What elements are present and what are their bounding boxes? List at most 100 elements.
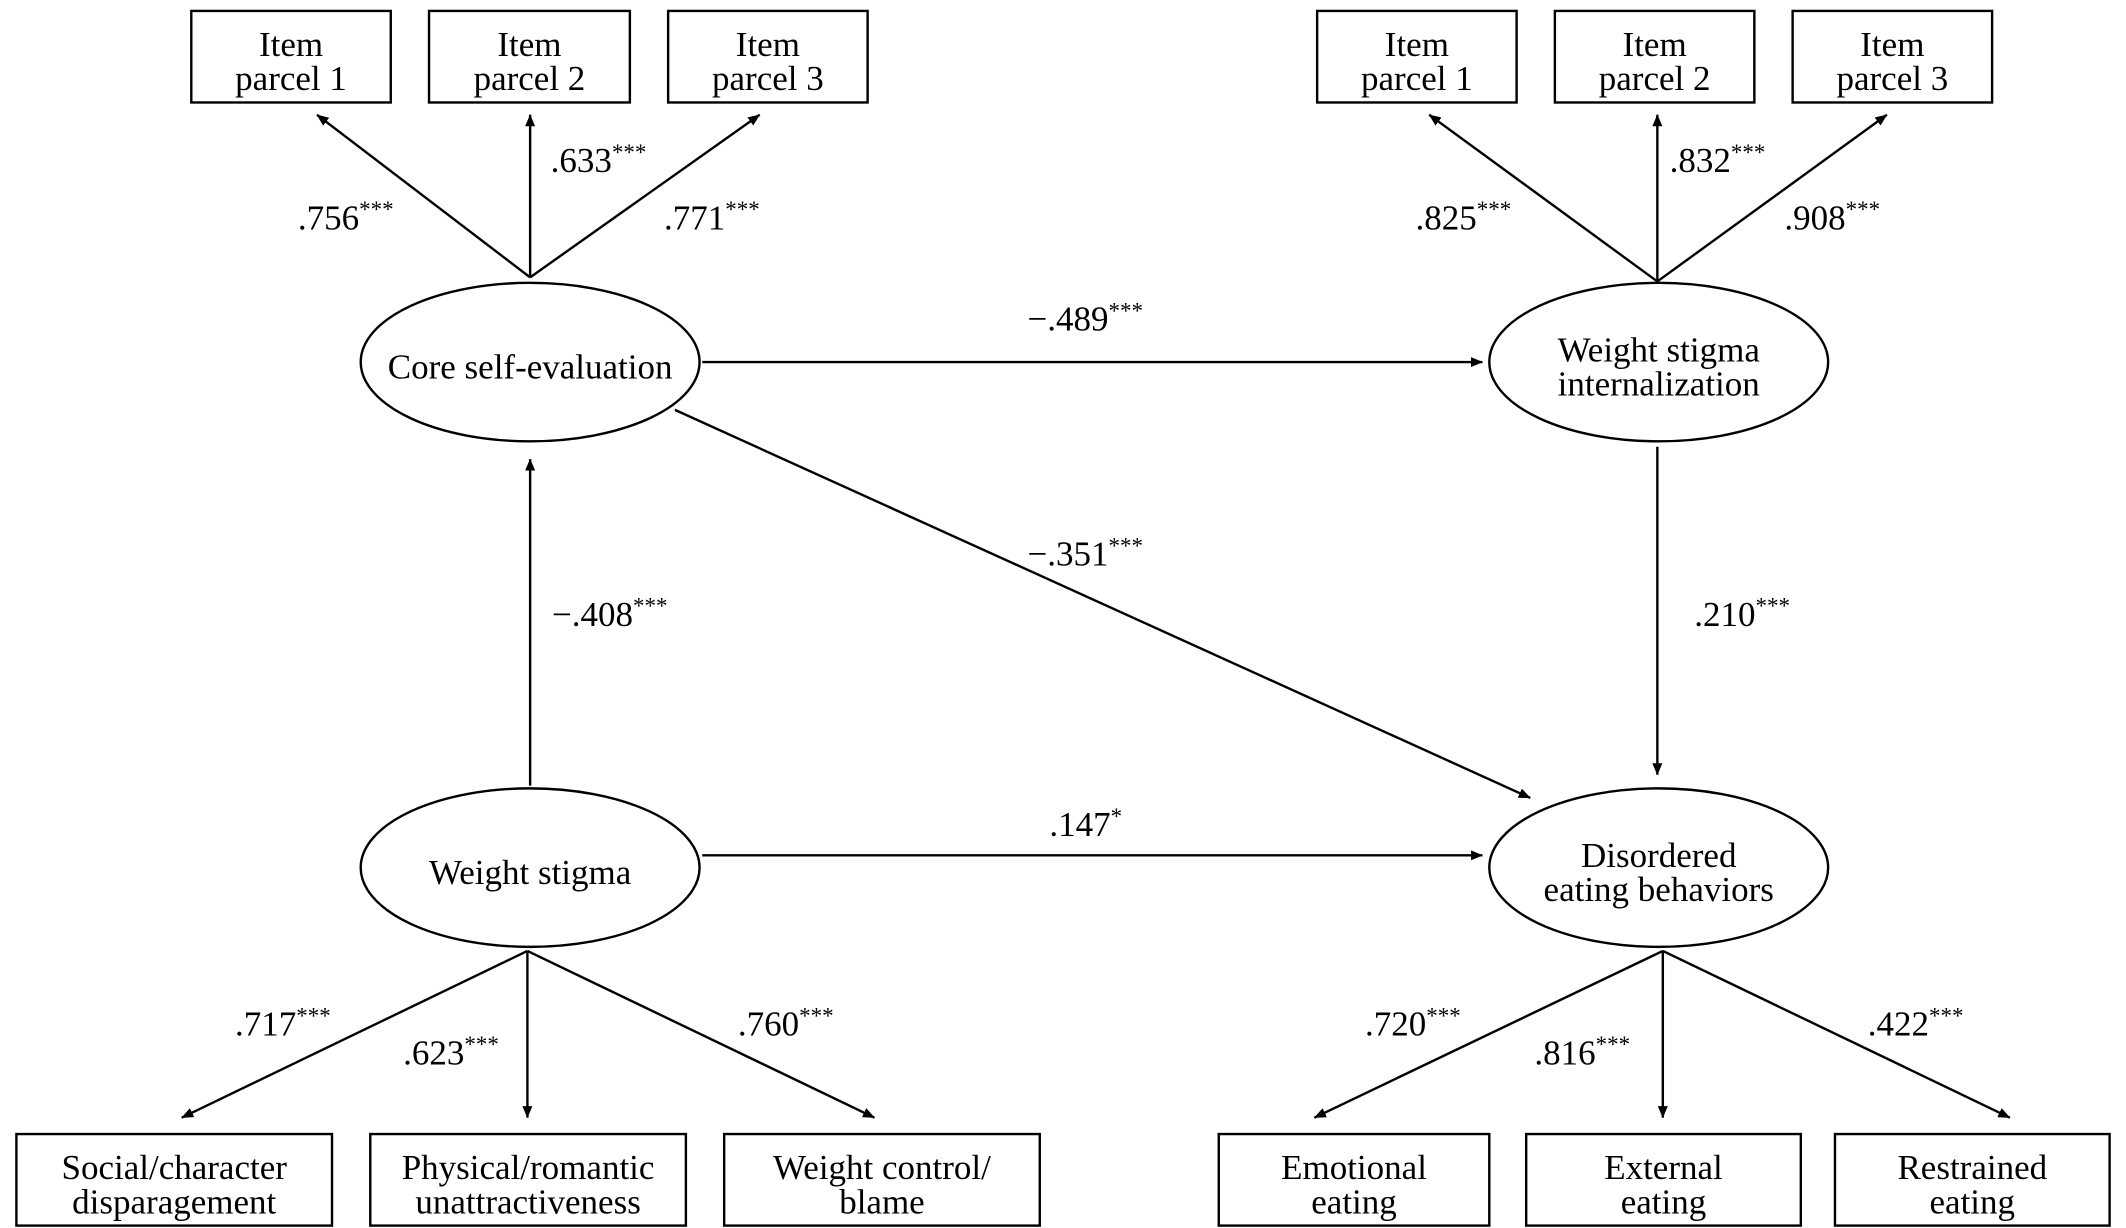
coef-value: .633 (551, 141, 612, 180)
coef-significance: *** (1731, 140, 1766, 165)
coef-significance: *** (296, 1003, 331, 1028)
coef-weight-stigma-to-disordered-eating: .147* (1049, 804, 1122, 844)
indicator-wsi-parcel-3-box (1791, 9, 1994, 104)
indicator-deb-emotional-label-line-1: Emotional (1281, 1148, 1427, 1187)
indicator-ws-control-box (722, 1132, 1041, 1227)
coef-significance: *** (1108, 298, 1143, 323)
coef-value: .717 (235, 1005, 296, 1044)
coef-significance: *** (1108, 533, 1143, 558)
paths-layer (181, 113, 2011, 1119)
coef-core-self-evaluation-to-cse-parcel-3: .771*** (664, 197, 760, 237)
latent-weight-stigma-ellipse (359, 787, 701, 949)
path-arrow-core-self-evaluation-to-cse-parcel-1 (316, 113, 531, 279)
indicator-cse-parcel-1-label-line-1: Item (259, 25, 323, 64)
coef-value: .771 (664, 199, 725, 238)
latent-disordered-eating-label-line-1: Disordered (1581, 836, 1737, 875)
coef-significance: *** (1755, 593, 1790, 618)
coef-value: .756 (298, 199, 359, 238)
coef-value: .210 (1694, 595, 1755, 634)
indicator-ws-social-label-line-1: Social/character (61, 1148, 287, 1187)
path-arrow-weight-stigma-to-ws-social (181, 949, 528, 1119)
indicator-deb-restrained-label-line-2: eating (1930, 1182, 2016, 1221)
coef-weight-stigma-to-ws-physical: .623*** (403, 1032, 499, 1072)
latent-core-self-evaluation-ellipse (359, 281, 701, 443)
path-arrow-weight-stigma-internalization-to-wsi-parcel-3 (1656, 113, 1888, 283)
path-arrow-core-self-evaluation-to-cse-parcel-3 (529, 113, 761, 279)
indicator-cse-parcel-2-label-line-2: parcel 2 (474, 59, 586, 98)
indicator-cse-parcel-3-label-line-2: parcel 3 (712, 59, 824, 98)
indicator-wsi-parcel-1-label-line-1: Item (1385, 25, 1449, 64)
coef-value: −.351 (1027, 535, 1108, 574)
coef-significance: *** (464, 1032, 499, 1057)
latent-core-self-evaluation-label-line-1: Core self-evaluation (388, 347, 673, 386)
indicator-cse-parcel-2-label-line-1: Item (497, 25, 561, 64)
path-arrow-disordered-eating-to-deb-restrained (1662, 949, 2011, 1119)
coef-core-self-evaluation-to-cse-parcel-1: .756*** (298, 197, 394, 237)
indicator-deb-restrained-box (1833, 1132, 2111, 1227)
indicator-cse-parcel-2-box (427, 9, 632, 104)
indicator-ws-social-label-line-2: disparagement (72, 1182, 276, 1221)
latent-weight-stigma-label-line-1: Weight stigma (429, 853, 632, 892)
indicator-deb-external-box (1524, 1132, 1803, 1227)
coef-significance: *** (633, 593, 668, 618)
coef-value: −.489 (1027, 300, 1108, 339)
indicator-wsi-parcel-3-label-line-2: parcel 3 (1836, 59, 1948, 98)
coefficient-labels-layer: .756***.633***.771***.825***.832***.908*… (235, 140, 1964, 1073)
coef-value: .832 (1670, 141, 1731, 180)
latent-weight-stigma-internalization-label-line-2: internalization (1558, 365, 1760, 404)
coef-significance: *** (799, 1003, 834, 1028)
coef-disordered-eating-to-deb-emotional: .720*** (1365, 1003, 1461, 1043)
coef-significance: *** (1929, 1003, 1964, 1028)
coef-core-self-evaluation-to-disordered-eating: −.351*** (1027, 533, 1143, 573)
indicator-ws-physical-label-line-2: unattractiveness (415, 1182, 640, 1221)
coef-value: −.408 (552, 595, 633, 634)
path-arrow-core-self-evaluation-to-disordered-eating (674, 408, 1531, 800)
indicator-deb-emotional-box (1217, 1132, 1491, 1227)
coef-significance: *** (1846, 197, 1881, 222)
coef-significance: *** (1426, 1003, 1461, 1028)
indicator-wsi-parcel-1-label-line-2: parcel 1 (1361, 59, 1473, 98)
coef-value: .147 (1049, 805, 1110, 844)
indicator-cse-parcel-3-box (666, 9, 869, 104)
indicator-wsi-parcel-1-box (1315, 9, 1518, 104)
path-arrow-weight-stigma-to-ws-control (526, 949, 875, 1119)
coef-value: .816 (1534, 1033, 1595, 1072)
coef-weight-stigma-internalization-to-wsi-parcel-2: .832*** (1670, 140, 1766, 180)
coef-weight-stigma-to-core-self-evaluation: −.408*** (552, 593, 668, 633)
indicator-wsi-parcel-2-box (1553, 9, 1756, 104)
indicator-ws-physical-label-line-1: Physical/romantic (402, 1148, 655, 1187)
coef-significance: * (1111, 804, 1123, 829)
coef-significance: *** (1596, 1032, 1631, 1057)
coef-weight-stigma-internalization-to-wsi-parcel-1: .825*** (1416, 197, 1512, 237)
indicator-deb-external-label-line-2: eating (1621, 1182, 1707, 1221)
coef-value: .908 (1784, 199, 1845, 238)
indicator-cse-parcel-1-box (190, 9, 392, 104)
indicator-cse-parcel-3-label-line-1: Item (736, 25, 800, 64)
path-arrow-weight-stigma-internalization-to-wsi-parcel-1 (1428, 113, 1659, 283)
coef-weight-stigma-internalization-to-disordered-eating: .210*** (1694, 593, 1790, 633)
indicator-ws-control-label-line-2: blame (839, 1182, 925, 1221)
indicator-cse-parcel-1-label-line-2: parcel 1 (235, 59, 347, 98)
coef-core-self-evaluation-to-cse-parcel-2: .633*** (551, 140, 647, 180)
path-arrow-disordered-eating-to-deb-emotional (1313, 949, 1664, 1119)
indicator-ws-control-label-line-1: Weight control/ (773, 1148, 991, 1187)
coef-weight-stigma-internalization-to-wsi-parcel-3: .908*** (1784, 197, 1880, 237)
latent-weight-stigma-internalization-ellipse (1488, 281, 1830, 443)
coef-weight-stigma-to-ws-control: .760*** (738, 1003, 834, 1043)
latent-weight-stigma: Weight stigma (359, 787, 701, 949)
coef-disordered-eating-to-deb-external: .816*** (1534, 1032, 1630, 1072)
coef-significance: *** (725, 197, 760, 222)
